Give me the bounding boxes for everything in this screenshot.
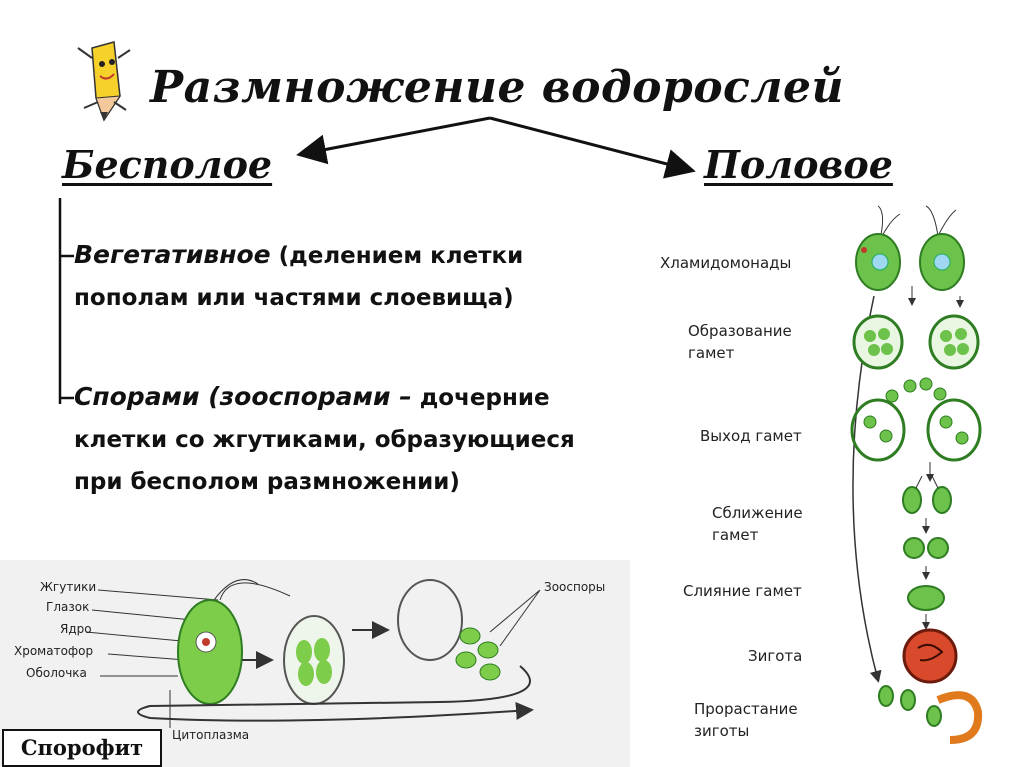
- branch-arrows: [296, 116, 696, 179]
- list-bracket: [58, 198, 74, 404]
- zoospores-label: Зооспоры: [544, 580, 606, 594]
- cell-label-membrane: Оболочка: [26, 666, 87, 680]
- stage-label: Прорастание зиготы: [694, 700, 798, 740]
- cell-label-nucleus: Ядро: [60, 622, 92, 636]
- vegetative-desc: (делением клетки пополам или частями сло…: [74, 243, 524, 311]
- stage-label: Хламидомонады: [660, 254, 792, 272]
- spore-desc: дочерние клетки со жгутиками, образующие…: [74, 385, 575, 495]
- asexual-heading: Бесполое: [62, 142, 273, 187]
- stage-label: Зигота: [748, 647, 803, 665]
- cytoplasm-label: Цитоплазма: [172, 728, 250, 742]
- cell-label-flagella: Жгутики: [40, 580, 97, 594]
- cell-label-eyespot: Глазок: [46, 600, 90, 614]
- pencil-mascot-icon: [77, 41, 131, 122]
- spore-method: Спорами (зооспорами – дочерние клетки со…: [74, 376, 594, 503]
- sporophyte-label: Спорофит: [2, 729, 162, 767]
- stage-label: Слияние гамет: [683, 582, 802, 600]
- spore-lead: Спорами (зооспорами –: [74, 382, 412, 411]
- page-title: Размножение водорослей: [150, 62, 845, 113]
- stage-label: Сближение гамет: [712, 504, 803, 544]
- cell-label-chromatophore: Хроматофор: [14, 644, 94, 658]
- sexual-heading: Половое: [704, 142, 893, 187]
- stage-label: Выход гамет: [700, 427, 802, 445]
- vegetative-lead: Вегетативное: [74, 240, 271, 269]
- vegetative-method: Вегетативное (делением клетки пополам ил…: [74, 234, 594, 319]
- zoospore-diagram: [85, 579, 541, 728]
- stage-label: Образование гамет: [688, 322, 792, 362]
- sexual-cycle-diagram: [850, 205, 983, 744]
